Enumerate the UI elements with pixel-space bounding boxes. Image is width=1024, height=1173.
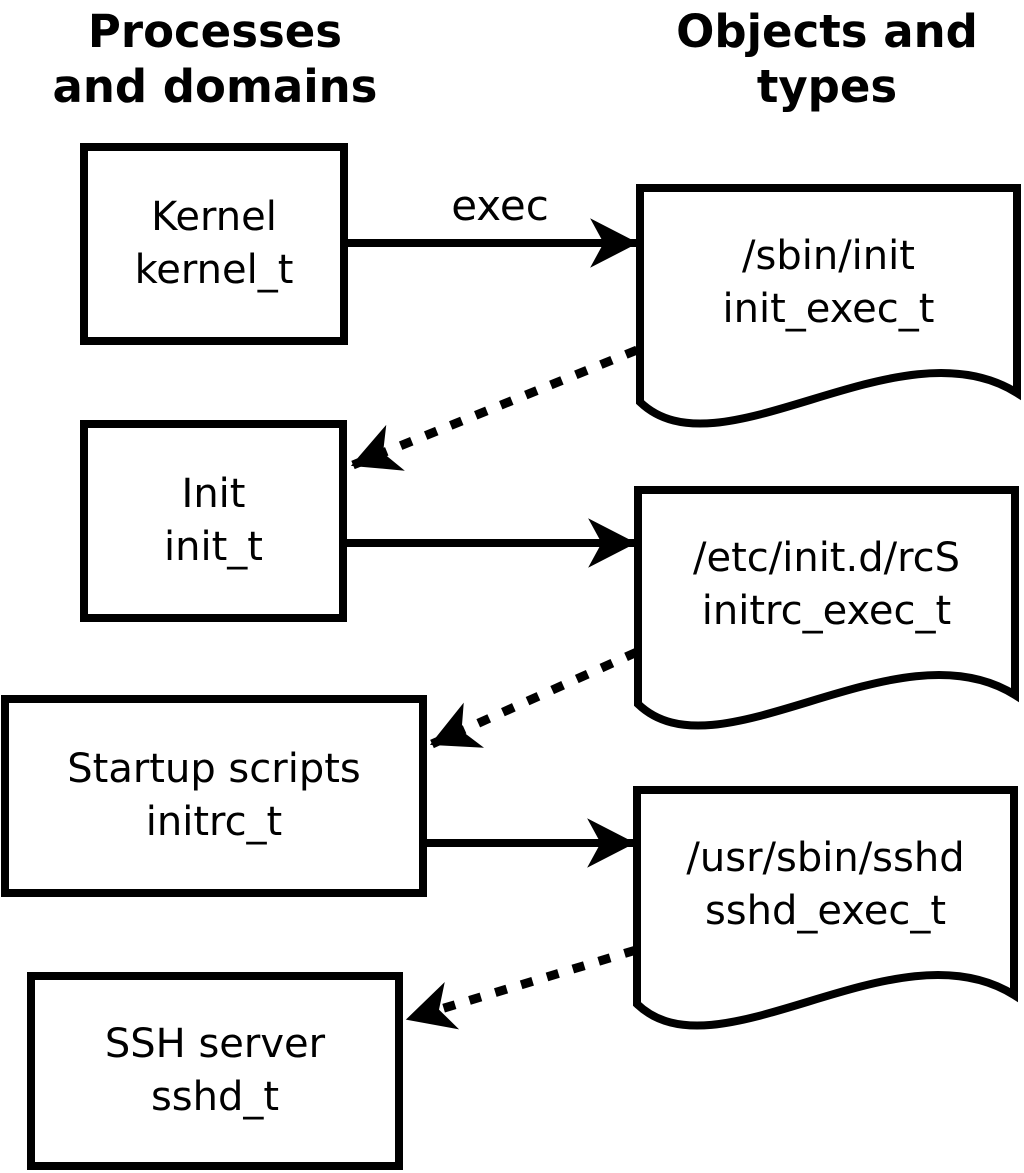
column-header-processes-line1: Processes: [87, 5, 343, 58]
process-box-startup-scripts: Startup scripts initrc_t: [1, 695, 427, 897]
process-name: SSH server: [104, 1021, 326, 1067]
process-name: Init: [181, 471, 246, 517]
process-domain-type: sshd_t: [150, 1074, 280, 1120]
process-box-kernel: Kernel kernel_t: [80, 143, 348, 345]
process-domain-type: initrc_t: [145, 799, 283, 845]
column-header-objects-line2: types: [756, 60, 898, 113]
process-box-init: Init init_t: [80, 420, 347, 622]
edge-label-exec: exec: [451, 181, 549, 230]
column-header-objects-line1: Objects and: [676, 5, 978, 58]
process-domain-type: init_t: [164, 524, 263, 570]
document-shape-usr-sbin-sshd: [633, 786, 1018, 1030]
document-shape-sbin-init: [636, 184, 1021, 428]
transition-arrow-init-exec-to-init-t: [350, 345, 639, 471]
transition-arrow-sshd-exec-to-sshd-t: [405, 945, 638, 1030]
process-name: Kernel: [151, 194, 277, 240]
column-header-processes: Processes and domains: [10, 4, 420, 114]
column-header-processes-line2: and domains: [52, 60, 378, 113]
document-shape-etc-initd-rcs: [634, 486, 1019, 730]
process-domain-type: kernel_t: [134, 247, 294, 293]
transition-arrow-initrc-exec-to-initrc-t: [429, 647, 639, 749]
process-box-ssh-server: SSH server sshd_t: [27, 972, 403, 1170]
column-header-objects: Objects and types: [630, 4, 1024, 114]
process-name: Startup scripts: [67, 746, 361, 792]
